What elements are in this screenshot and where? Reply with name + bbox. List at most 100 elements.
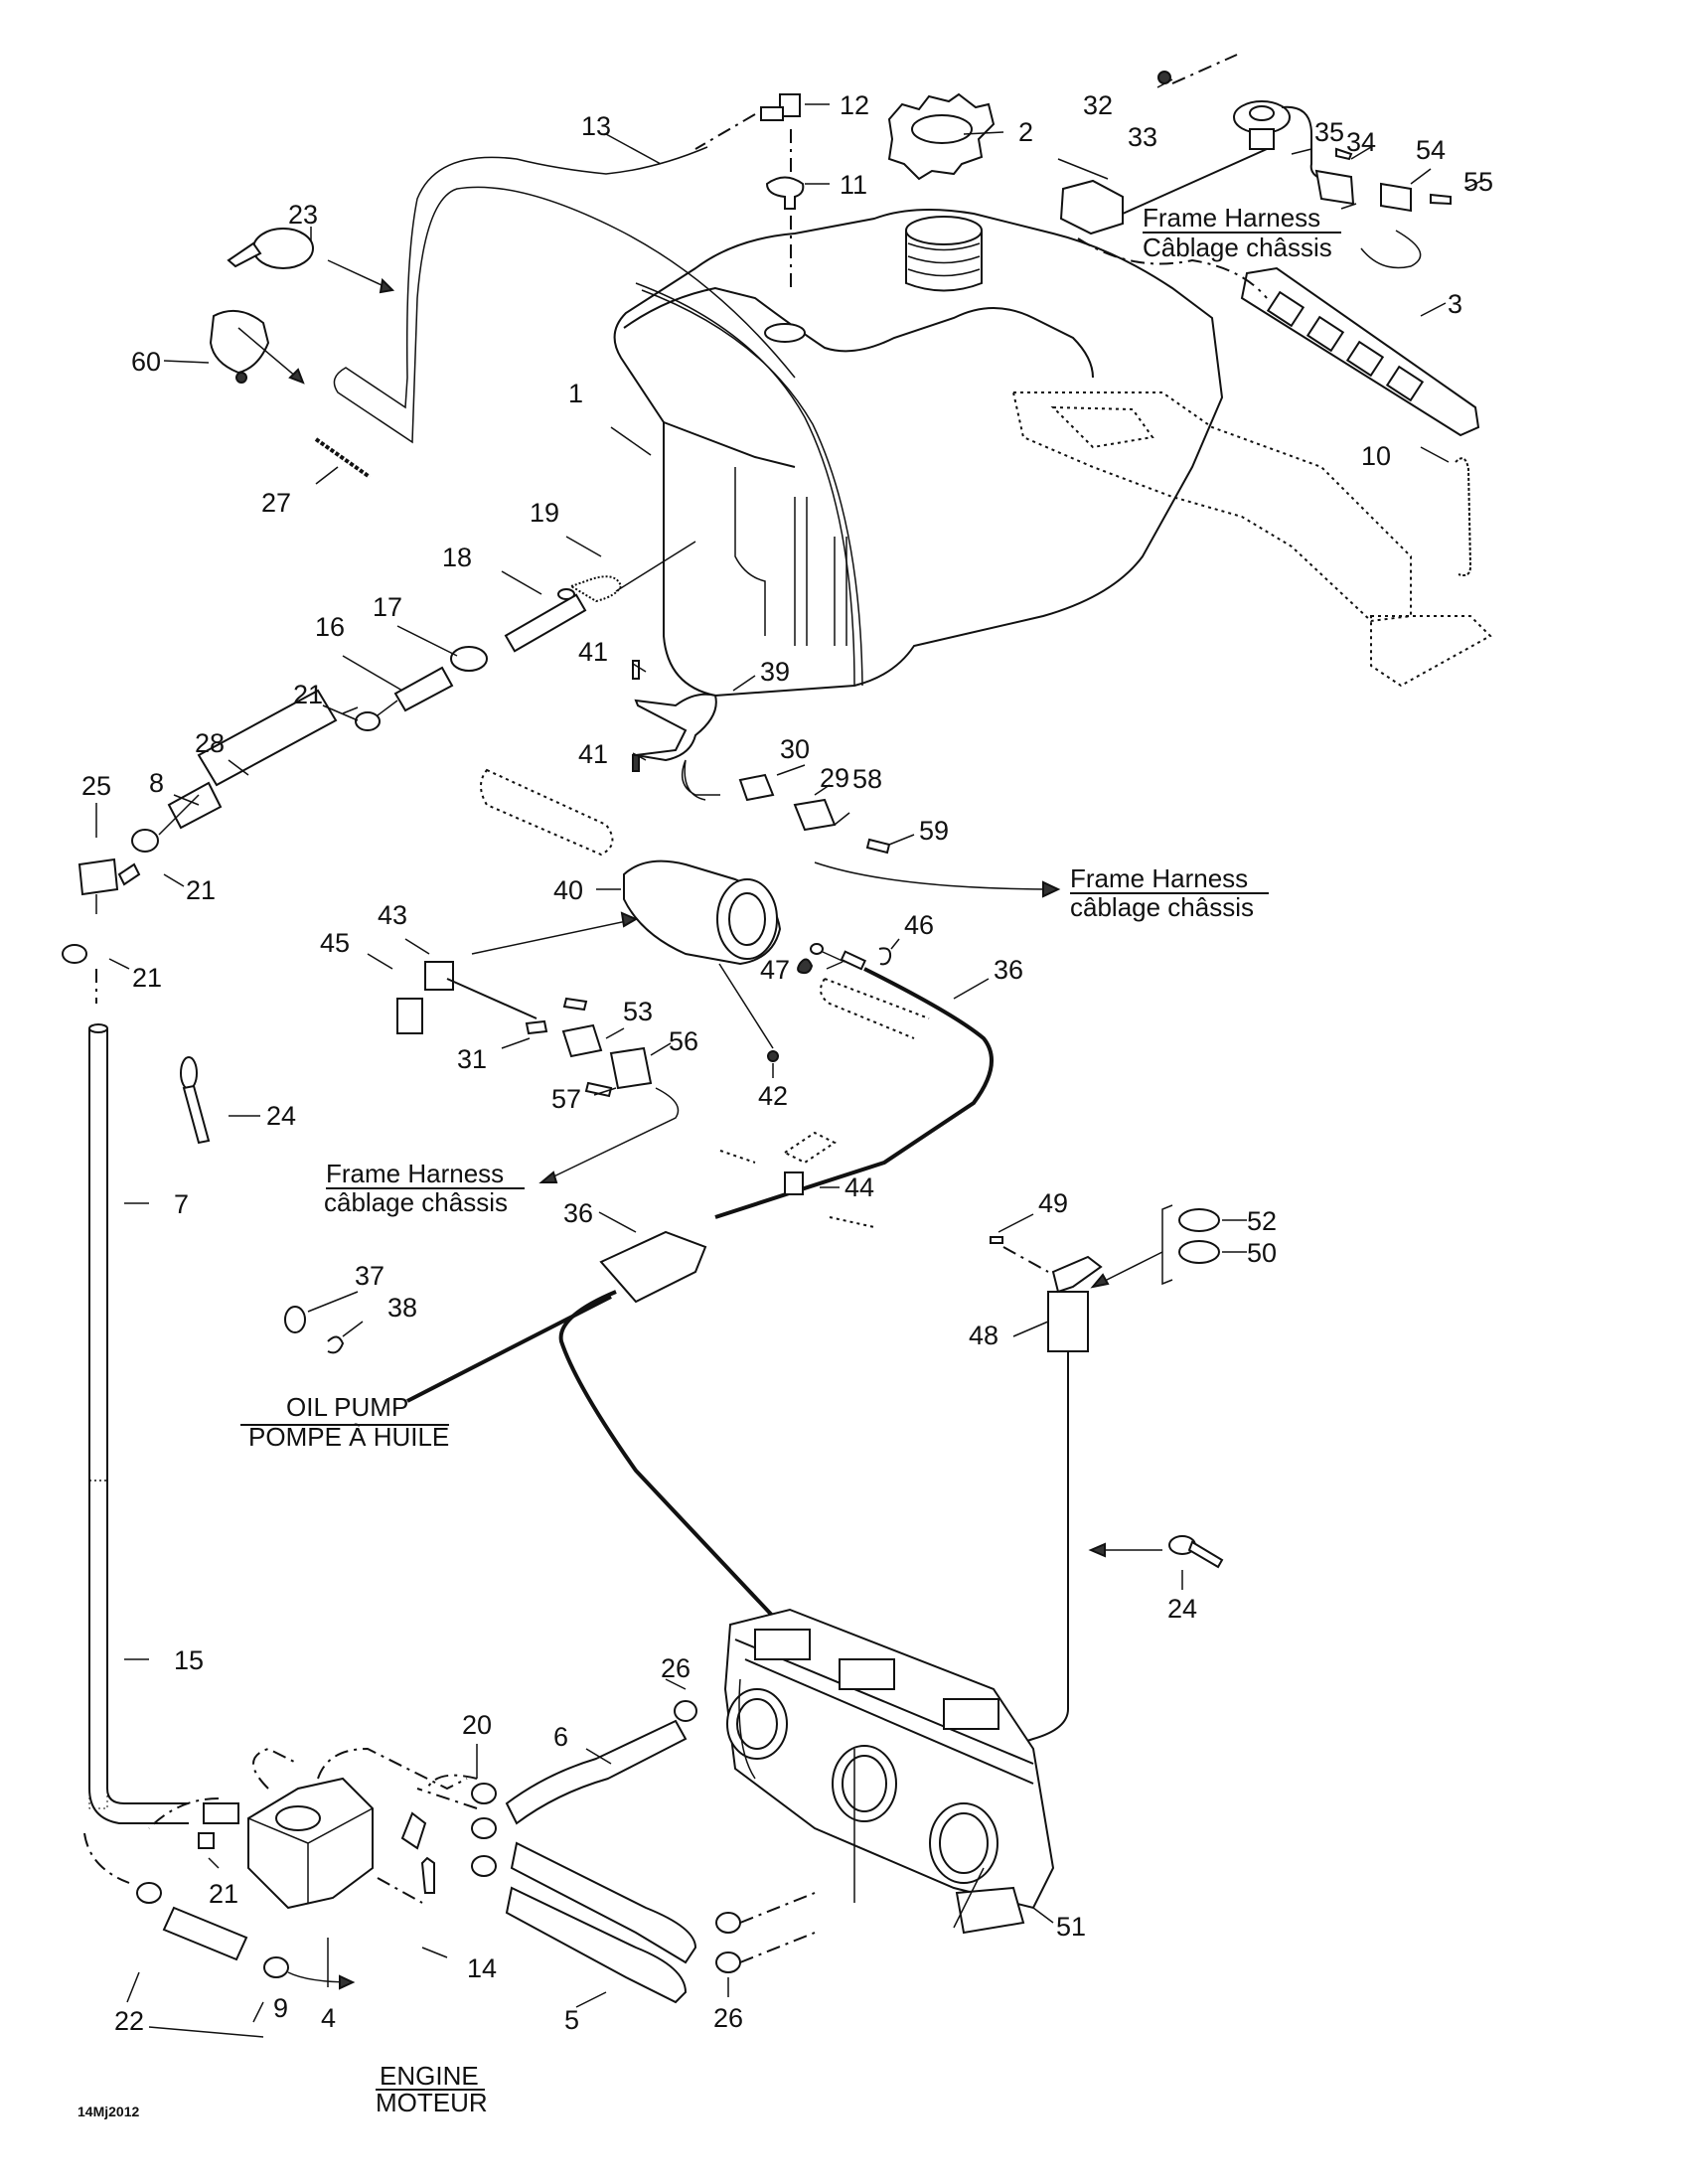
callout-57: 57: [551, 1084, 581, 1114]
note-frame-harness-mid-fr: câblage châssis: [1070, 892, 1254, 922]
callout-39: 39: [760, 657, 790, 687]
note-frame-harness-left: Frame Harness câblage châssis: [324, 1159, 525, 1217]
callout-32: 32: [1083, 90, 1113, 120]
callout-16: 16: [315, 612, 345, 642]
fuel-tank: [613, 209, 1492, 698]
callout-17: 17: [373, 592, 402, 622]
callout-38: 38: [387, 1293, 417, 1323]
callout-54: 54: [1416, 135, 1446, 165]
callout-15: 15: [174, 1645, 204, 1675]
spring: [314, 437, 372, 479]
callout-40: 40: [553, 875, 583, 905]
callout-21-a: 21: [293, 680, 323, 709]
callout-48: 48: [969, 1321, 998, 1350]
callout-3: 3: [1448, 289, 1462, 319]
fuel-cap: [887, 92, 996, 181]
vent-hose: [333, 146, 796, 444]
callout-55: 55: [1463, 167, 1493, 197]
callout-51: 51: [1056, 1912, 1086, 1942]
carburetor-bank: [723, 1608, 1055, 1935]
note-frame-harness-top-fr: Câblage châssis: [1143, 233, 1332, 262]
callout-27: 27: [261, 488, 291, 518]
hose-clip: [209, 309, 305, 385]
callout-24-b: 24: [1167, 1594, 1197, 1624]
note-engine-en: ENGINE: [380, 2061, 479, 2091]
washer: [284, 1306, 306, 1333]
fuel-pump: [83, 1747, 468, 1990]
note-engine-fr: MOTEUR: [376, 2088, 488, 2117]
callout-49: 49: [1038, 1188, 1068, 1218]
callout-36-b: 36: [563, 1198, 593, 1228]
callout-44: 44: [844, 1172, 874, 1202]
leader-lines: [95, 78, 1486, 2038]
callout-43: 43: [378, 900, 407, 930]
callout-34: 34: [1346, 127, 1376, 157]
callout-33: 33: [1128, 122, 1157, 152]
callout-2: 2: [1018, 117, 1033, 147]
callout-18: 18: [442, 543, 472, 572]
choke-plunger: [943, 1204, 1220, 1754]
callout-21-c: 21: [132, 963, 162, 993]
vent-elbow: [694, 93, 805, 288]
note-frame-harness-mid-en: Frame Harness: [1070, 863, 1248, 893]
callout-37: 37: [355, 1261, 384, 1291]
fuel-hose: [88, 1023, 189, 1824]
callout-24-a: 24: [266, 1101, 296, 1131]
clip: [327, 1335, 345, 1354]
note-engine: ENGINE MOTEUR: [376, 2061, 488, 2117]
callout-23: 23: [288, 200, 318, 230]
callout-21-d: 21: [209, 1879, 238, 1909]
callout-41-a: 41: [578, 637, 608, 667]
throttle-switch-harness: [396, 660, 1061, 1183]
cable-tie-right: [1088, 1535, 1224, 1569]
fuel-level-sender: [1059, 54, 1452, 299]
callout-19: 19: [530, 498, 559, 528]
footer-code: 14Mj2012: [77, 2104, 139, 2119]
tank-strap: [1240, 266, 1480, 437]
cable-tie: [227, 228, 395, 294]
callout-36-a: 36: [994, 955, 1023, 985]
callout-56: 56: [669, 1026, 698, 1056]
callout-21-b: 21: [186, 875, 216, 905]
callout-9: 9: [273, 1993, 288, 2023]
callout-59: 59: [919, 816, 949, 846]
callout-22: 22: [114, 2006, 144, 2036]
note-frame-harness-mid: Frame Harness câblage châssis: [1070, 863, 1269, 922]
callout-41-b: 41: [578, 739, 608, 769]
note-frame-harness-left-en: Frame Harness: [326, 1159, 504, 1188]
callout-52: 52: [1247, 1206, 1277, 1236]
note-oil-pump: OIL PUMP POMPE À HUILE: [240, 1392, 449, 1452]
callout-25: 25: [81, 771, 111, 801]
callout-14: 14: [467, 1953, 497, 1983]
callout-12: 12: [840, 90, 869, 120]
callout-11: 11: [840, 170, 867, 200]
callout-31: 31: [457, 1044, 487, 1074]
callout-53: 53: [623, 997, 653, 1026]
callout-4: 4: [321, 2003, 336, 2033]
callout-60: 60: [131, 347, 161, 377]
callout-labels: 1 2 3 4 5 6 7 8 9 10 11 12 13 14 15 16 1…: [81, 90, 1493, 2036]
callout-28: 28: [195, 728, 225, 758]
throttle-cable: [406, 943, 994, 1641]
callout-30: 30: [780, 734, 810, 764]
note-frame-harness-top-en: Frame Harness: [1143, 203, 1320, 233]
callout-5: 5: [564, 2005, 579, 2035]
callout-26-a: 26: [661, 1653, 691, 1683]
callout-58: 58: [852, 764, 882, 794]
callout-50: 50: [1247, 1238, 1277, 1268]
callout-13: 13: [581, 111, 611, 141]
note-frame-harness-left-fr: câblage châssis: [324, 1187, 508, 1217]
callout-47: 47: [760, 955, 790, 985]
callout-35: 35: [1314, 117, 1344, 147]
fuel-line-hoses: [416, 1700, 816, 2004]
callout-42: 42: [758, 1081, 788, 1111]
tension-spring: [1455, 457, 1472, 576]
callout-1: 1: [568, 379, 583, 408]
callout-8: 8: [149, 768, 164, 798]
callout-10: 10: [1361, 441, 1391, 471]
cable-tie-left: [180, 1056, 211, 1145]
callout-29: 29: [820, 763, 849, 793]
callout-46: 46: [904, 910, 934, 940]
callout-45: 45: [320, 928, 350, 958]
